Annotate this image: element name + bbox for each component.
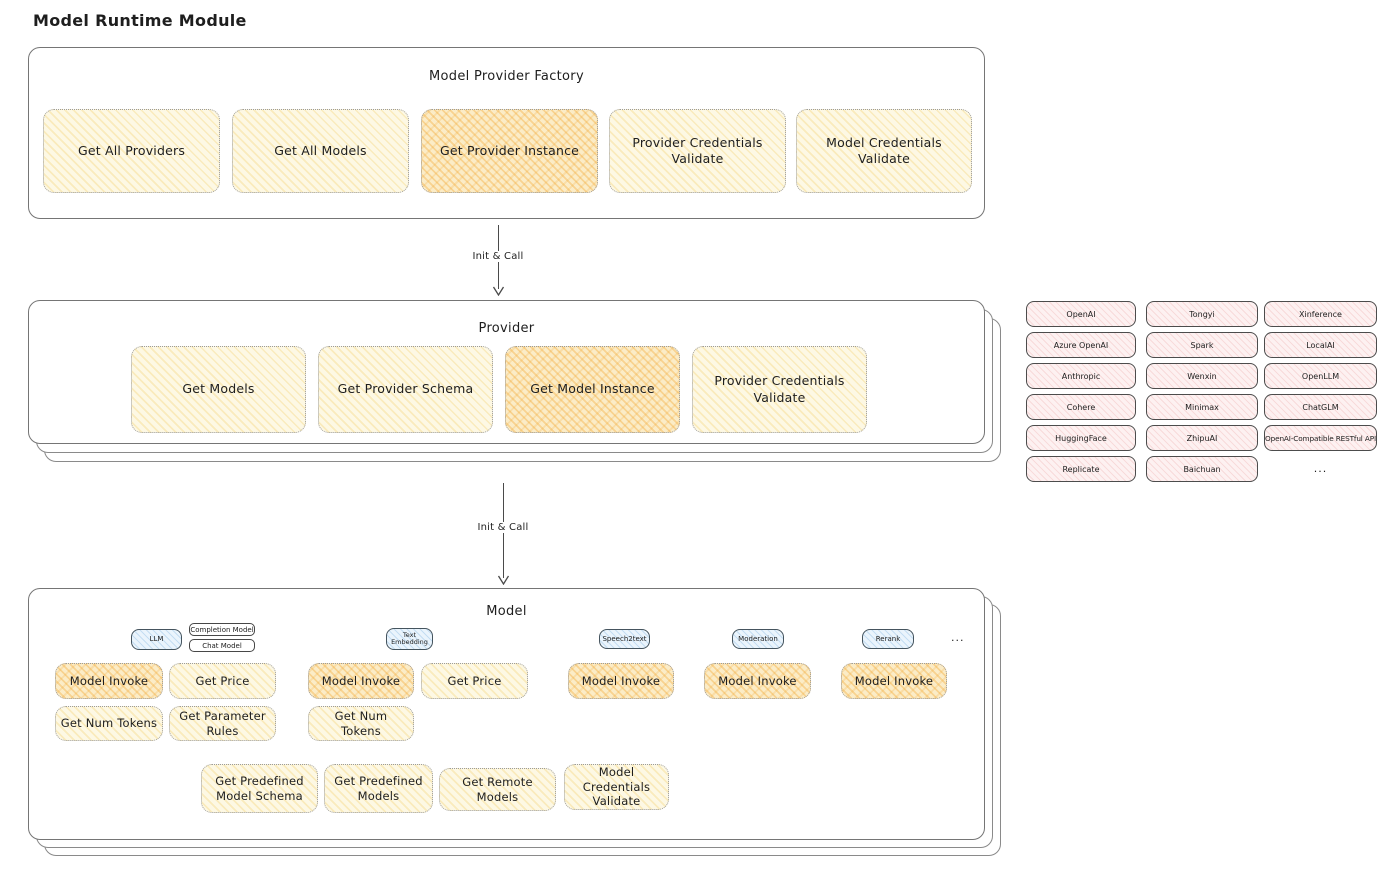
provider-title: Provider xyxy=(478,321,535,336)
op-get-provider-schema: Get Provider Schema xyxy=(318,346,493,433)
provider-cohere: Cohere xyxy=(1026,394,1136,420)
op-get-model-instance: Get Model Instance xyxy=(505,346,680,433)
op-model-invoke-llm: Model Invoke xyxy=(55,663,163,699)
provider-container: Provider Get Models Get Provider Schema … xyxy=(28,300,985,444)
provider-openllm: OpenLLM xyxy=(1264,363,1377,389)
op-provider-credentials-validate-2: Provider Credentials Validate xyxy=(692,346,867,433)
provider-openai: OpenAI xyxy=(1026,301,1136,327)
page-title: Model Runtime Module xyxy=(33,11,247,30)
provider-azure-openai: Azure OpenAI xyxy=(1026,332,1136,358)
op-model-credentials-validate: Model Credentials Validate xyxy=(796,109,972,193)
op-model-credentials-validate-2: Model Credentials Validate xyxy=(564,764,669,810)
provider-minimax: Minimax xyxy=(1146,394,1258,420)
op-get-num-tokens-embedding: Get Num Tokens xyxy=(308,706,414,741)
op-model-invoke-rerank: Model Invoke xyxy=(841,663,947,699)
op-model-invoke-moderation: Model Invoke xyxy=(704,663,811,699)
provider-xinference: Xinference xyxy=(1264,301,1377,327)
provider-chatglm: ChatGLM xyxy=(1264,394,1377,420)
op-get-price-llm: Get Price xyxy=(169,663,276,699)
op-get-all-providers: Get All Providers xyxy=(43,109,220,193)
provider-wenxin: Wenxin xyxy=(1146,363,1258,389)
model-types-more: ... xyxy=(951,631,965,644)
op-get-all-models: Get All Models xyxy=(232,109,409,193)
provider-list-more: ... xyxy=(1313,461,1328,475)
type-pill-rerank: Rerank xyxy=(862,629,914,649)
type-tag-chat-model: Chat Model xyxy=(189,639,255,652)
factory-title: Model Provider Factory xyxy=(429,69,584,84)
arrowhead-down-icon xyxy=(497,575,510,585)
arrow-label-init-call-1: Init & Call xyxy=(468,251,528,262)
type-pill-text-embedding: Text Embedding xyxy=(386,628,433,650)
type-pill-moderation: Moderation xyxy=(732,629,784,649)
provider-tongyi: Tongyi xyxy=(1146,301,1258,327)
op-get-provider-instance: Get Provider Instance xyxy=(421,109,598,193)
provider-list-col-1: OpenAI Azure OpenAI Anthropic Cohere Hug… xyxy=(1026,301,1136,482)
type-tag-completion-model: Completion Model xyxy=(189,623,255,636)
model-title: Model xyxy=(486,604,527,619)
provider-replicate: Replicate xyxy=(1026,456,1136,482)
type-pill-llm: LLM xyxy=(131,629,182,650)
op-model-invoke-speech2text: Model Invoke xyxy=(568,663,674,699)
provider-anthropic: Anthropic xyxy=(1026,363,1136,389)
arrow-label-init-call-2: Init & Call xyxy=(473,522,533,533)
arrowhead-down-icon xyxy=(492,286,505,296)
op-get-parameter-rules: Get Parameter Rules xyxy=(169,706,276,741)
provider-huggingface: HuggingFace xyxy=(1026,425,1136,451)
provider-list: OpenAI Azure OpenAI Anthropic Cohere Hug… xyxy=(1026,301,1377,482)
provider-localai: LocalAI xyxy=(1264,332,1377,358)
op-get-predefined-models: Get Predefined Models xyxy=(324,764,433,813)
provider-baichuan: Baichuan xyxy=(1146,456,1258,482)
op-get-num-tokens-llm: Get Num Tokens xyxy=(55,706,163,741)
provider-list-col-3: Xinference LocalAI OpenLLM ChatGLM OpenA… xyxy=(1264,301,1377,482)
factory-container: Model Provider Factory Get All Providers… xyxy=(28,47,985,219)
provider-list-col-2: Tongyi Spark Wenxin Minimax ZhipuAI Baic… xyxy=(1146,301,1258,482)
provider-zhipuai: ZhipuAI xyxy=(1146,425,1258,451)
op-get-remote-models: Get Remote Models xyxy=(439,768,556,811)
op-provider-credentials-validate: Provider Credentials Validate xyxy=(609,109,786,193)
provider-openai-compatible-restful-api: OpenAI-Compatible RESTful API xyxy=(1264,425,1377,451)
op-get-models: Get Models xyxy=(131,346,306,433)
op-get-price-embedding: Get Price xyxy=(421,663,528,699)
model-container: Model LLM Completion Model Chat Model Te… xyxy=(28,588,985,840)
type-pill-speech2text: Speech2text xyxy=(599,629,650,649)
op-get-predefined-model-schema: Get Predefined Model Schema xyxy=(201,764,318,813)
op-model-invoke-embedding: Model Invoke xyxy=(308,663,414,699)
provider-spark: Spark xyxy=(1146,332,1258,358)
